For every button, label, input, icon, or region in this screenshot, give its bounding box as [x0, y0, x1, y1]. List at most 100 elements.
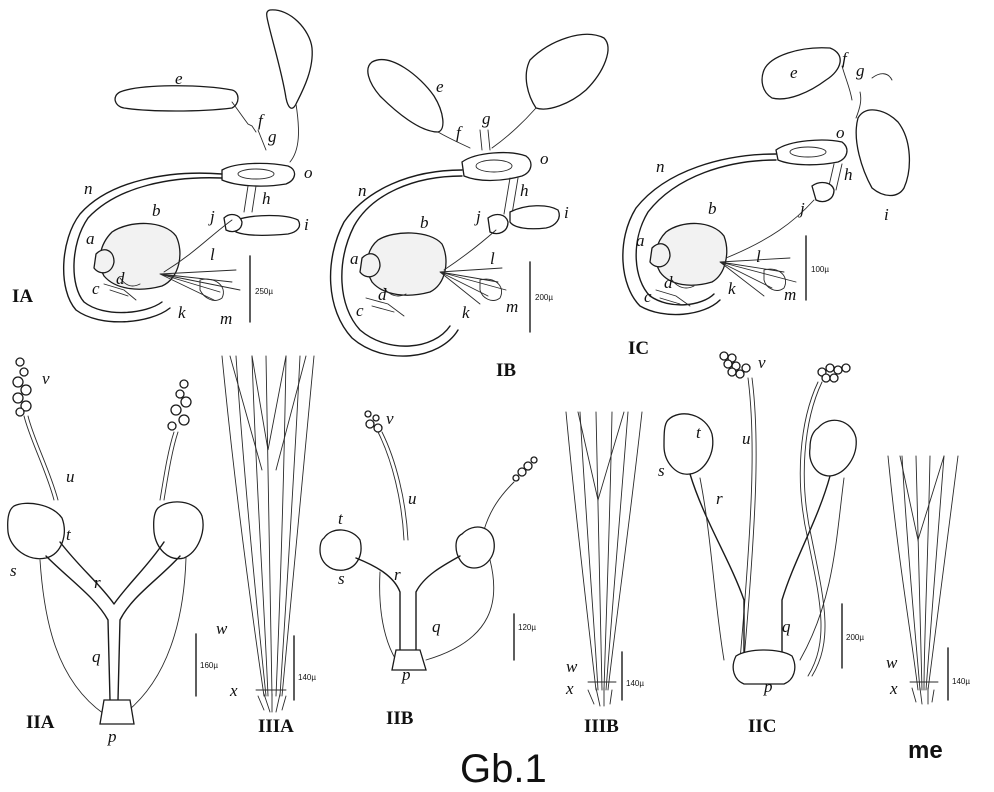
figure-ib-label-h: h — [520, 181, 529, 200]
figure-iia-label-q: q — [92, 647, 101, 666]
figure-iib-label-t: t — [338, 509, 344, 528]
figure-iia-label-v: v — [42, 369, 50, 388]
figure-iia-organ-v — [13, 358, 31, 416]
figure-ib-label-a: a — [350, 249, 359, 268]
figure-iib-label-p: p — [401, 665, 411, 684]
figure-iia-organ-t-right — [154, 502, 203, 559]
figure-iiic-scale-label: 140µ — [952, 677, 970, 686]
figure-iia-scale-label: 160µ — [200, 661, 218, 670]
figure-ib-organ-a — [360, 254, 380, 277]
figure-ic-organ-a — [650, 244, 670, 267]
figure-ib-organ-k — [440, 268, 506, 304]
figure-iiib-label-w: w — [566, 657, 578, 676]
figure-ia-label-o: o — [304, 163, 313, 182]
figure-ia-organ-j — [224, 215, 242, 232]
figure-ia-organ-e — [115, 86, 238, 111]
figure-ib-label-g: g — [482, 109, 491, 128]
figure-iia-organ-r-inner — [60, 542, 164, 604]
figure-iib-organ-v — [365, 411, 382, 432]
figure-ia-label-l: l — [210, 245, 215, 264]
figure-iiia-label-x: x — [229, 681, 238, 700]
figure-ib-organ-j — [488, 215, 508, 234]
figure-iiib-stylet-lines — [566, 412, 642, 690]
plate-caption: Gb.1 — [460, 747, 547, 791]
figure-ia-organ-o — [222, 163, 295, 186]
figure-ic: 100µ IC e f g o h i j n b a c d k l m — [623, 48, 910, 359]
figure-ib-label-b: b — [420, 213, 429, 232]
figure-ia-sac-duct — [290, 104, 298, 162]
figure-ib-title: IB — [496, 360, 516, 381]
figure-iic-scale-label: 200µ — [846, 633, 864, 642]
figure-ib-label-m: m — [506, 297, 518, 316]
figure-iic-label-u: u — [742, 429, 751, 448]
figure-ic-label-d: d — [664, 273, 673, 292]
figure-ia-duct-f — [232, 102, 256, 132]
figure-iiib: 140µ IIIB w x — [565, 412, 644, 737]
figure-ib-duct-g — [480, 130, 490, 150]
figure-ia-label-j: j — [208, 207, 215, 226]
figure-iic-label-p: p — [763, 677, 773, 696]
figure-iiia-scale-label: 140µ — [298, 673, 316, 682]
figure-ia-organ-a — [94, 250, 114, 273]
figure-ic-label-b: b — [708, 199, 717, 218]
figure-iia-label-s: s — [10, 561, 17, 580]
figure-iic-label-q: q — [782, 617, 791, 636]
figure-iiic-label-x: x — [889, 679, 898, 698]
figure-ia-label-i: i — [304, 215, 309, 234]
figure-iiia-label-w: w — [216, 619, 228, 638]
figure-iiib-title: IIIB — [584, 716, 619, 737]
figure-iia-label-u: u — [66, 467, 75, 486]
figure-ib-label-k: k — [462, 303, 470, 322]
figure-ib-upper-sac — [526, 34, 608, 109]
figure-ic-organ-o — [776, 140, 847, 165]
figure-iic: 200µ IIC v u t s r q p — [658, 352, 864, 737]
figure-iia-organ-t — [8, 503, 65, 558]
figure-iia-label-r: r — [94, 573, 101, 592]
figure-ic-label-n: n — [656, 157, 665, 176]
figure-iic-duct-u — [740, 378, 756, 660]
figure-iia-duct-u — [24, 416, 58, 500]
figure-ic-label-i: i — [884, 205, 889, 224]
figure-iiic: 140µ w x — [886, 456, 970, 704]
figure-iib-duct-u — [378, 432, 408, 540]
figure-iib-organ-v-right — [513, 457, 537, 481]
figure-iic-organ-v-right — [818, 364, 850, 382]
figure-ic-organ-m — [764, 269, 786, 290]
figure-ia-label-n: n — [84, 179, 93, 198]
figure-ib-label-i: i — [564, 203, 569, 222]
figure-ic-label-g: g — [856, 61, 865, 80]
figure-iib-organ-r — [356, 556, 460, 650]
figure-ib-organ-m — [480, 279, 502, 300]
figure-iiic-label-w: w — [886, 653, 898, 672]
figure-iib-label-s: s — [338, 569, 345, 588]
figure-ic-label-e: e — [790, 63, 798, 82]
figure-ib-label-l: l — [490, 249, 495, 268]
figure-ia-organ-i — [236, 216, 300, 236]
figure-iib-label-v: v — [386, 409, 394, 428]
figure-ic-label-a: a — [636, 231, 645, 250]
figure-iic-organ-t — [664, 414, 713, 474]
figure-ib-label-j: j — [474, 207, 481, 226]
figure-ic-scale-label: 100µ — [811, 265, 829, 274]
figure-ia-label-g: g — [268, 127, 277, 146]
figure-iib-duct-u-right — [484, 482, 514, 530]
figure-ia-upper-sac — [267, 10, 313, 108]
figure-iiib-label-x: x — [565, 679, 574, 698]
figure-iic-label-v: v — [758, 353, 766, 372]
figure-ib-label-d: d — [378, 285, 387, 304]
figure-iib-scale-label: 120µ — [518, 623, 536, 632]
figure-iia-label-p: p — [107, 727, 117, 746]
figure-ic-label-f: f — [842, 49, 849, 68]
figure-ia-scale-label: 250µ — [255, 287, 273, 296]
figure-iia-duct-u-right — [160, 432, 178, 500]
figure-ia-label-a: a — [86, 229, 95, 248]
figure-iiia: 140µ IIIA w x — [216, 356, 316, 737]
figure-ia-label-m: m — [220, 309, 232, 328]
figure-ia-label-b: b — [152, 201, 161, 220]
figure-ia-duct-g — [258, 130, 266, 150]
figure-iia-organ-r — [46, 556, 180, 700]
figure-iib-label-r: r — [394, 565, 401, 584]
figure-iic-organ-t-right — [810, 420, 857, 476]
figure-ib-organ-o — [462, 153, 531, 181]
